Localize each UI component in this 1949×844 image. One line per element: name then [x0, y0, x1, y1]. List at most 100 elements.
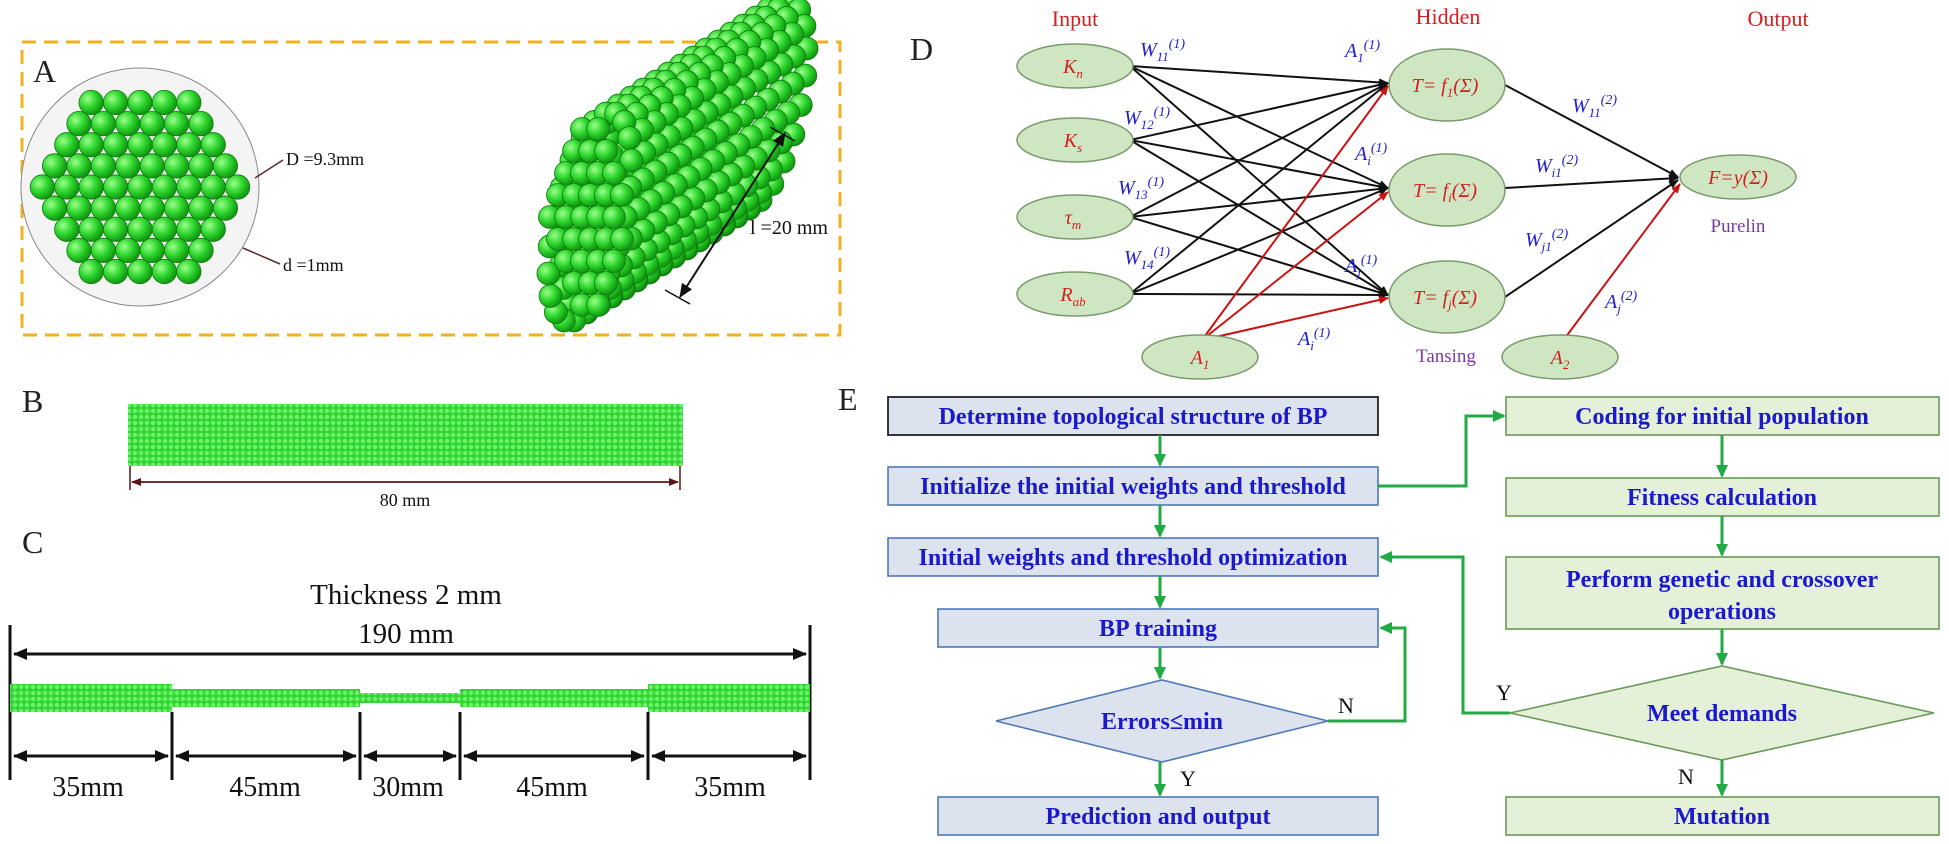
- particle: [151, 258, 177, 285]
- particle: [536, 261, 561, 286]
- decision-meet-demands-label: Meet demands: [1647, 701, 1797, 727]
- bias-label-a1: A1: [1189, 347, 1210, 372]
- specimen-80mm: [128, 404, 683, 466]
- step-optimize-weights-label: Initial weights and threshold optimizati…: [919, 545, 1348, 571]
- step-fitness-calculation: [1505, 477, 1940, 517]
- input-label-kn: Kn: [1062, 56, 1083, 81]
- segment-label-1: 35mm: [52, 772, 124, 803]
- demands-yes-label: Y: [1496, 680, 1512, 705]
- step-bp-training-label: BP training: [1099, 616, 1217, 642]
- hidden-node-j: [1388, 260, 1506, 334]
- particle: [29, 174, 56, 200]
- particle: [225, 174, 251, 200]
- step-optimize-weights: [887, 537, 1379, 577]
- output-node: [1679, 154, 1797, 200]
- particle: [176, 132, 202, 158]
- length-arrow: [679, 132, 786, 298]
- particle: [151, 216, 177, 242]
- output-func: F=y(Σ): [1707, 167, 1768, 189]
- particle-leader: [242, 247, 281, 265]
- input-node-kn: [1016, 43, 1134, 89]
- input-label-ks: Ks: [1063, 130, 1082, 155]
- particle: [90, 237, 117, 263]
- decision-meet-demands: [1509, 665, 1935, 761]
- particle: [103, 216, 129, 242]
- particle: [78, 174, 104, 200]
- particle: [41, 153, 68, 179]
- bias-weight-ai-1: Ai(1): [1353, 141, 1388, 168]
- particle-label: d =1mm: [283, 255, 344, 275]
- step-determine-topology: [887, 396, 1379, 436]
- bias-weight-ai-1-lower: Ai(1): [1296, 326, 1331, 353]
- input-hidden-connections: [1129, 65, 1389, 299]
- particle: [103, 89, 129, 116]
- step-bp-training: [937, 608, 1379, 648]
- panel-a: A D =9.3mm d =1mm l =20 mm: [20, 0, 842, 337]
- particle: [127, 216, 153, 242]
- segment-label-5: 35mm: [694, 772, 766, 803]
- stepped-specimen: [10, 684, 810, 712]
- particle: [78, 132, 104, 158]
- particle: [176, 258, 202, 285]
- particle: [619, 148, 644, 173]
- hidden-output-connections: [1504, 84, 1679, 298]
- cross-section: [20, 67, 260, 307]
- particle: [200, 174, 226, 200]
- hidden-func-i: T= fi(Σ): [1413, 180, 1477, 205]
- input-node-ks: [1016, 117, 1134, 163]
- output-activation: Purelin: [1711, 216, 1766, 237]
- particle: [66, 195, 92, 221]
- segment-label-2: 45mm: [229, 772, 301, 803]
- errors-yes-label: Y: [1180, 766, 1196, 791]
- hidden-header: Hidden: [1416, 4, 1481, 29]
- panel-c: C Thickness 2 mm 190 mm 35mm 45mm 30mm 4…: [8, 524, 812, 803]
- length-label: l =20 mm: [750, 217, 828, 239]
- particle: [90, 111, 117, 137]
- particle: [200, 216, 226, 242]
- step-coding-population-label: Coding for initial population: [1575, 404, 1869, 430]
- particle: [164, 111, 190, 137]
- particle: [538, 284, 563, 308]
- weight-w13-1: W13(1): [1118, 175, 1164, 202]
- total-length-label: 190 mm: [358, 618, 454, 650]
- particle: [115, 237, 141, 263]
- diameter-leader: [254, 159, 284, 179]
- step-initialize-weights-label: Initialize the initial weights and thres…: [920, 474, 1346, 500]
- particle: [610, 183, 634, 207]
- step-determine-topology-label: Determine topological structure of BP: [939, 404, 1328, 430]
- particle: [78, 89, 104, 116]
- segment-dimensions: [13, 712, 807, 780]
- particle: [617, 126, 642, 150]
- thickness-label: Thickness 2 mm: [310, 579, 502, 611]
- particle: [176, 89, 202, 116]
- segment-label-3: 30mm: [372, 772, 444, 803]
- step-genetic-crossover: [1505, 556, 1940, 630]
- particle: [78, 216, 104, 242]
- panel-e: E Determine topological structure of BP …: [838, 381, 1940, 836]
- diameter-label: D =9.3mm: [286, 149, 364, 169]
- particle: [602, 161, 626, 185]
- particle: [176, 216, 202, 242]
- step-coding-population: [1505, 396, 1940, 436]
- hidden-func-1: T= f1(Σ): [1412, 75, 1479, 100]
- weight-wj1-2: Wj1(2): [1525, 227, 1568, 254]
- input-node-tau: [1016, 194, 1134, 240]
- particle: [164, 237, 190, 263]
- particle: [115, 111, 141, 137]
- step-fitness-calculation-label: Fitness calculation: [1627, 485, 1817, 511]
- weight-w14-1: W14(1): [1124, 245, 1170, 272]
- bias-connections: [1201, 85, 1681, 341]
- particle: [139, 237, 165, 263]
- particle: [610, 227, 634, 251]
- weight-w11-1: W11(1): [1140, 37, 1185, 64]
- step-mutation-label: Mutation: [1674, 804, 1770, 830]
- step-prediction-output: [937, 796, 1379, 836]
- panel-label-b: B: [22, 383, 43, 419]
- particle: [78, 258, 104, 285]
- bias-weight-aj-1: Aj(1): [1343, 253, 1378, 280]
- particle: [188, 153, 214, 179]
- particle: [66, 153, 92, 179]
- particle: [594, 139, 618, 163]
- particle: [90, 153, 117, 179]
